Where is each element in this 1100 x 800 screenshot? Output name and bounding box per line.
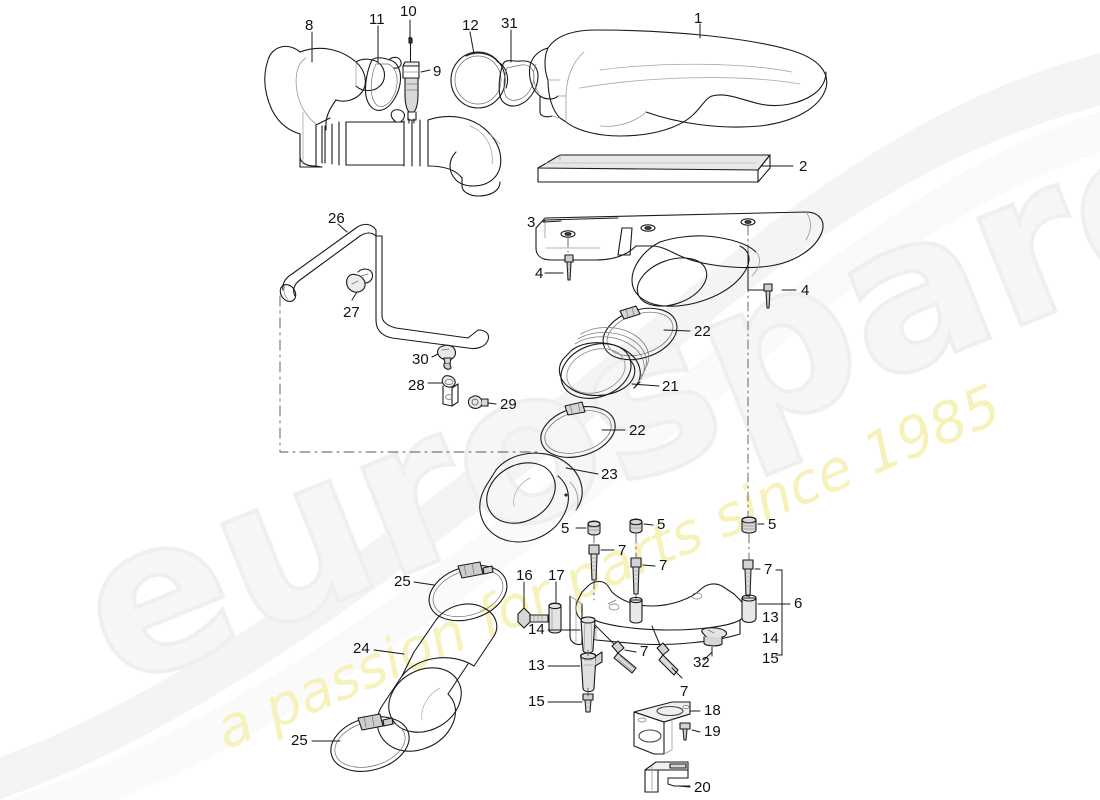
part-29-nut-fastener: [467, 395, 489, 409]
part-5-grommet-c: [741, 516, 757, 534]
part-31-sealing-gasket-frame: [498, 60, 539, 107]
part-12-hose-clamp-ring: [450, 51, 509, 109]
construction-lines: [567, 225, 749, 521]
callout-7-e: 7: [680, 683, 689, 700]
part-10-sensor-screw: [408, 36, 413, 63]
callout-24: 24: [353, 640, 370, 657]
callout-11: 11: [369, 11, 385, 28]
callout-5-b: 5: [657, 516, 666, 533]
part-4-housing-screw-left: [564, 254, 574, 281]
callout-21: 21: [662, 378, 679, 395]
callout-3: 3: [527, 214, 536, 231]
part-6-support-bracket-assembly: [569, 580, 757, 651]
callout-19: 19: [704, 723, 721, 740]
part-7-bolt-c: [742, 559, 754, 597]
callout-14-right: 14: [762, 630, 779, 647]
part-3-air-cleaner-housing-lower: [535, 211, 824, 307]
callout-23: 23: [601, 466, 618, 483]
callout-15-right: 15: [762, 650, 779, 667]
callout-5-c: 5: [768, 516, 777, 533]
part-5-grommet-b: [629, 518, 643, 534]
callout-5-a: 5: [561, 520, 570, 537]
callout-9: 9: [433, 63, 442, 80]
callout-4-right: 4: [801, 282, 810, 299]
callout-12: 12: [462, 17, 479, 34]
callout-32: 32: [693, 654, 710, 671]
part-21-flexible-bellows-hose: [558, 327, 650, 399]
part-13-spacer-sleeve: [579, 651, 603, 693]
part-11-duct-gasket-seal: [364, 56, 402, 111]
callout-16: 16: [516, 567, 533, 584]
part-8-intake-duct-pipe: [264, 45, 502, 197]
part-7-bolt-b: [630, 557, 642, 595]
callout-18: 18: [704, 702, 721, 719]
part-22-worm-drive-hose-clamp-upper: [602, 305, 678, 361]
callout-8: 8: [305, 17, 314, 34]
callout-30: 30: [412, 351, 429, 368]
callout-27: 27: [343, 304, 360, 321]
part-23-mass-air-flow-housing: [479, 452, 583, 543]
part-14-bushing-sleeve: [580, 616, 596, 654]
part-2-air-filter-element: [537, 154, 771, 183]
part-20-angle-bracket: [644, 761, 691, 793]
part-32-clip-retainer: [701, 627, 728, 657]
callout-22-upper: 22: [694, 323, 711, 340]
callout-28: 28: [408, 377, 425, 394]
part-7-bolt-a: [588, 544, 600, 581]
callout-29: 29: [500, 396, 517, 413]
leader-lines: [311, 19, 794, 788]
callout-22-lower: 22: [629, 422, 646, 439]
part-4-housing-screw-right: [763, 283, 773, 309]
callout-6: 6: [794, 595, 803, 612]
part-19-plate-screw: [679, 722, 691, 741]
part-9-intake-air-temperature-sensor: [402, 61, 420, 124]
reference-frame: [279, 295, 541, 453]
callout-4-left: 4: [535, 265, 544, 282]
part-17-rubber-bush: [548, 589, 562, 634]
callout-7-b: 7: [659, 557, 668, 574]
part-15-retaining-screw: [582, 693, 594, 713]
part-24-intake-tube-cylinder: [376, 603, 498, 752]
part-7-bolt-e: [656, 642, 679, 676]
part-25-hose-clamp-lower: [330, 713, 410, 772]
callout-25-upper: 25: [394, 573, 411, 590]
part-16-stud-bolt: [517, 589, 549, 629]
callout-26: 26: [328, 210, 345, 227]
part-7-bolt-d: [611, 640, 637, 674]
part-22-worm-drive-hose-clamp-lower: [540, 401, 616, 458]
part-18-mounting-plate-bracket: [633, 701, 691, 755]
callout-15-left: 15: [528, 693, 545, 710]
part-1-air-cleaner-housing-upper: [528, 29, 828, 137]
callout-13-left: 13: [528, 657, 545, 674]
callout-14-left: 14: [528, 621, 545, 638]
callout-10: 10: [400, 3, 417, 20]
callout-17: 17: [548, 567, 565, 584]
callout-13-right: 13: [762, 609, 779, 626]
part-28-small-mounting-bracket: [441, 375, 459, 407]
callout-1: 1: [694, 10, 703, 27]
part-26-vent-hose-pipe: [279, 223, 490, 350]
part-30-expansion-rivet-clip: [437, 344, 456, 370]
callout-31: 31: [501, 15, 518, 32]
callout-2: 2: [799, 158, 808, 175]
callout-7-a: 7: [618, 542, 627, 559]
part-5-grommet-a: [587, 520, 601, 536]
callout-25-lower: 25: [291, 732, 308, 749]
part-25-hose-clamp-upper: [428, 561, 508, 622]
callout-7-d: 7: [640, 643, 649, 660]
part-27-hose-retaining-clip: [346, 268, 374, 293]
callout-20: 20: [694, 779, 711, 796]
callout-7-c: 7: [764, 561, 773, 578]
